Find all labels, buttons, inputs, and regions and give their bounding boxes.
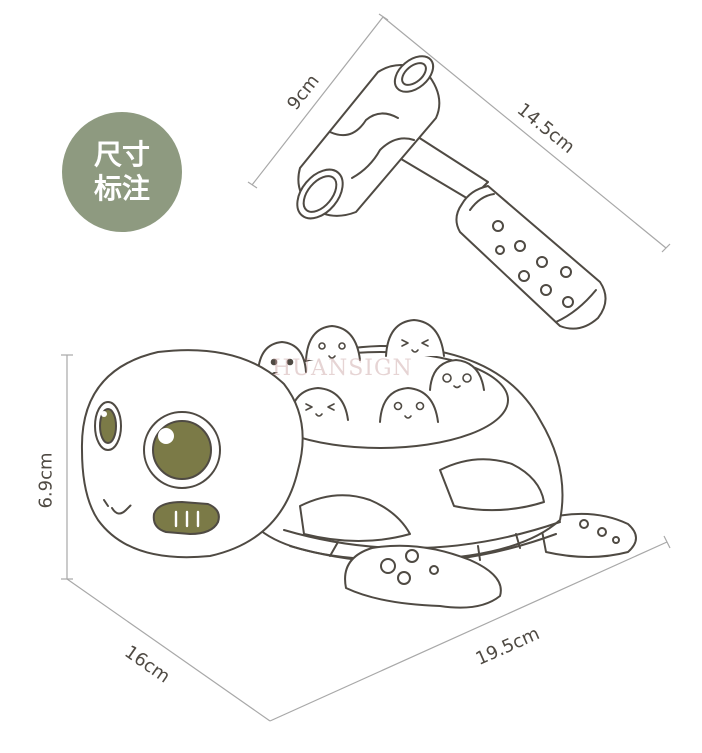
mole-eye xyxy=(318,342,326,350)
grip-dot xyxy=(495,245,505,255)
hammer-grip xyxy=(455,185,607,330)
hammer-drawing xyxy=(296,55,607,330)
mole-eye xyxy=(462,373,472,383)
mole xyxy=(257,341,307,373)
mole-eye xyxy=(401,339,409,347)
flipper-dot xyxy=(429,565,439,575)
mole-eye xyxy=(286,358,294,366)
dimension-lines xyxy=(61,13,671,722)
mole-mouth xyxy=(315,413,323,417)
watermark: HUANSIGN xyxy=(272,356,413,381)
grip-dot xyxy=(560,266,572,278)
turtle-left-pupil xyxy=(99,408,117,444)
hammer-length-dim-tick xyxy=(661,243,671,253)
badge-line-1: 尺寸 xyxy=(93,138,150,171)
hammer-top-cap-inner xyxy=(401,62,427,86)
hammer-head-band xyxy=(351,137,415,179)
flipper-dot xyxy=(397,571,411,585)
hammer-striking-face-inner xyxy=(302,175,338,213)
turtle-eye-highlight xyxy=(101,411,107,417)
mole-eye xyxy=(327,403,335,411)
mole-mouth xyxy=(328,355,336,359)
hammer-head-dim-line xyxy=(251,16,384,186)
mole-mouth xyxy=(453,385,461,389)
mole-eye xyxy=(415,401,425,411)
grip-dot xyxy=(540,284,552,296)
mole xyxy=(379,387,439,423)
shell-patch xyxy=(439,458,545,512)
mole-eye xyxy=(338,342,346,350)
flipper-dot xyxy=(579,519,589,529)
turtle-depth-dim-line xyxy=(66,578,271,722)
flipper-dot xyxy=(612,536,620,544)
mole-eye xyxy=(442,373,452,383)
mole-eye xyxy=(305,403,313,411)
pop-up-moles xyxy=(257,319,485,423)
hammer-head-band xyxy=(329,112,399,136)
dimension-annotation-badge: 尺寸 标注 xyxy=(62,112,182,232)
turtle-length-dim-line xyxy=(269,541,668,722)
hammer-length-dim-line xyxy=(382,16,667,249)
turtle-drawing xyxy=(80,319,637,609)
hammer-grip-end xyxy=(555,289,597,323)
mole xyxy=(385,319,445,357)
flipper-dot xyxy=(405,549,419,563)
grip-dot xyxy=(536,256,548,268)
badge-line-2: 标注 xyxy=(93,172,150,205)
turtle-length-dim-tick xyxy=(663,535,671,549)
grip-dot xyxy=(492,220,504,232)
mole-eye xyxy=(421,339,429,347)
mole-eye xyxy=(393,401,403,411)
flipper-dot xyxy=(597,527,607,537)
turtle-eye-highlight xyxy=(158,428,174,444)
mole-mouth xyxy=(411,349,419,353)
grip-dot xyxy=(514,240,526,252)
flipper-dot xyxy=(380,558,396,574)
front-flipper-dots xyxy=(380,549,439,585)
mole-eye xyxy=(270,358,278,366)
mole-faces xyxy=(270,339,472,419)
mole xyxy=(429,359,485,391)
hammer-head-dim-tick xyxy=(247,181,258,189)
turtle-smile xyxy=(103,499,132,515)
back-flipper-dots xyxy=(579,519,620,544)
grip-dot xyxy=(562,296,574,308)
shell-patch xyxy=(299,494,411,542)
grip-dot xyxy=(518,270,530,282)
turtle-back-flipper xyxy=(539,512,637,558)
mole-mouth xyxy=(404,415,412,419)
turtle-mouth-teeth xyxy=(174,510,200,528)
turtle-height-dimension-label: 6.9cm xyxy=(35,452,57,509)
hammer-grip-dots xyxy=(492,220,574,308)
hammer-grip-collar xyxy=(469,193,495,211)
mole xyxy=(305,325,361,361)
